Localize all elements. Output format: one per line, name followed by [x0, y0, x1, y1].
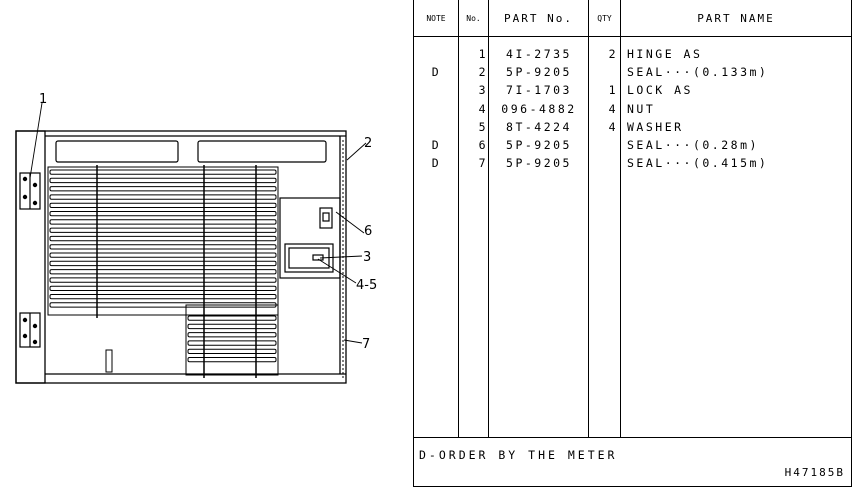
lock-panel: [279, 197, 341, 279]
cell-note: D: [431, 65, 441, 80]
header-part-name: PART NAME: [697, 11, 775, 25]
cell-part-no: 8T-4224: [506, 119, 572, 134]
cell-no: 6: [478, 138, 487, 152]
top-vents: [55, 140, 327, 163]
cell-qty: [589, 136, 617, 154]
header-qty: QTY: [597, 13, 612, 23]
seal-strip: [342, 140, 347, 384]
cell-note: [414, 118, 458, 136]
upper-hinge: [19, 172, 41, 210]
footer-divider: [414, 437, 851, 438]
cell-name: SEAL···(0.133m): [627, 65, 769, 80]
drawing-code: H47185B: [784, 466, 845, 479]
cell-part-no: 5P-9205: [506, 138, 572, 152]
cell-name: HINGE AS: [627, 47, 703, 61]
bottom-latch: [105, 349, 113, 373]
col-divider: [588, 0, 589, 438]
header-note: NOTE: [426, 13, 446, 23]
cell-name: LOCK AS: [627, 83, 693, 98]
cell-no: 5: [478, 119, 487, 134]
cell-note: [414, 81, 458, 99]
cell-note: D: [431, 156, 441, 171]
cell-qty: 4: [608, 101, 617, 116]
cell-note: [414, 100, 458, 118]
cell-no: 7: [478, 156, 487, 171]
cell-no: 2: [478, 65, 487, 80]
cell-name: SEAL···(0.28m): [627, 138, 759, 152]
col-divider: [620, 0, 621, 438]
cell-part-no: 4I-2735: [506, 47, 572, 61]
cell-qty: 1: [608, 83, 617, 98]
cell-note: [414, 45, 458, 63]
order-note: D-ORDER BY THE METER: [419, 448, 618, 462]
header-divider: [414, 36, 851, 37]
cell-name: WASHER: [627, 119, 684, 134]
parts-table: NOTE No. PART No. QTY PART NAME 1 4I-2735…: [413, 0, 852, 487]
callout-3: 3: [363, 250, 371, 265]
callout-2: 2: [364, 136, 372, 151]
header-part-no: PART No.: [504, 11, 573, 25]
louver-grille: [47, 165, 279, 378]
cell-qty: [589, 63, 617, 81]
col-divider: [458, 0, 459, 438]
cell-part-no: 096-4882: [501, 101, 577, 116]
cell-no: 4: [478, 101, 487, 116]
cell-name: NUT: [627, 101, 656, 116]
callout-1: 1: [39, 92, 47, 107]
cell-qty: 2: [608, 47, 617, 61]
header-no: No.: [466, 13, 481, 23]
parts-diagram: 1 2 6 3 4-5 7: [15, 92, 377, 384]
cell-part-no: 5P-9205: [506, 156, 572, 171]
col-divider: [488, 0, 489, 438]
callout-4-5: 4-5: [356, 278, 377, 293]
lower-hinge: [19, 312, 41, 348]
cell-no: 1: [478, 47, 487, 61]
cell-part-no: 5P-9205: [506, 65, 572, 80]
cell-qty: [589, 154, 617, 172]
cell-no: 3: [478, 83, 487, 98]
cell-qty: 4: [608, 119, 617, 134]
callout-6: 6: [364, 224, 372, 239]
leader-lines: [29, 102, 367, 344]
callout-7: 7: [362, 337, 370, 352]
cell-name: SEAL···(0.415m): [627, 156, 769, 171]
cell-note: D: [431, 138, 441, 152]
cell-part-no: 7I-1703: [506, 83, 572, 98]
